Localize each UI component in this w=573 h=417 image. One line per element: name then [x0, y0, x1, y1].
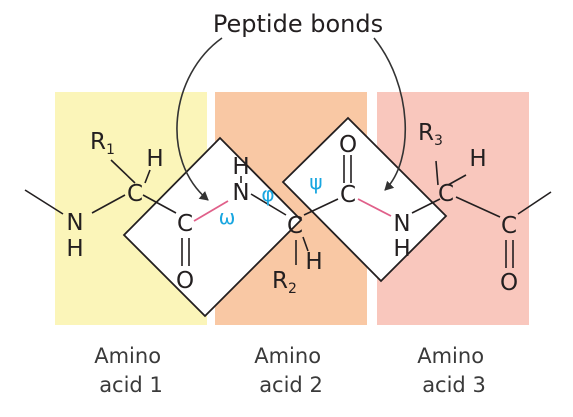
atom-ca1: C [127, 181, 143, 207]
atom-c3: C [501, 213, 517, 239]
atom-r1: R1 [90, 129, 115, 158]
atom-h-n2: H [232, 154, 249, 180]
arrow-to-peptide-bond-1 [176, 37, 223, 201]
atom-n3: N [393, 211, 410, 237]
atom-n1: N [66, 210, 83, 236]
atom-o1: O [176, 268, 194, 294]
atom-ca2: C [287, 213, 303, 239]
atom-ca3: C [438, 181, 454, 207]
atom-r2: R2 [272, 268, 297, 297]
backbone-bonds [24, 155, 552, 268]
caption-amino-acid-2: Amino acid 2 [254, 344, 328, 397]
atom-c1: C [177, 211, 193, 237]
atom-h-n1: H [66, 236, 83, 262]
peptide-bond-2 [357, 198, 392, 217]
atom-h-ca2: H [305, 249, 322, 275]
diagram-title: Peptide bonds [213, 10, 383, 38]
caption-amino-acid-1: Amino acid 1 [94, 344, 168, 397]
atom-n2: N [232, 180, 249, 206]
phi-label: φ [261, 182, 274, 206]
peptide-plane-2 [281, 116, 448, 283]
peptide-bond-1 [193, 200, 229, 222]
atom-h-ca1: H [146, 146, 163, 172]
psi-label: ψ [309, 170, 322, 194]
atom-h-ca3: H [469, 146, 486, 172]
atom-c2: C [340, 182, 356, 208]
omega-label: ω [219, 205, 236, 229]
atom-r3: R3 [418, 120, 443, 149]
caption-amino-acid-3: Amino acid 3 [417, 344, 491, 397]
arrow-to-peptide-bond-2 [373, 37, 407, 191]
peptide-plane-1 [122, 136, 303, 318]
atom-o2: O [339, 132, 357, 158]
atom-o3: O [500, 270, 518, 296]
atom-h-n3: H [393, 236, 410, 262]
